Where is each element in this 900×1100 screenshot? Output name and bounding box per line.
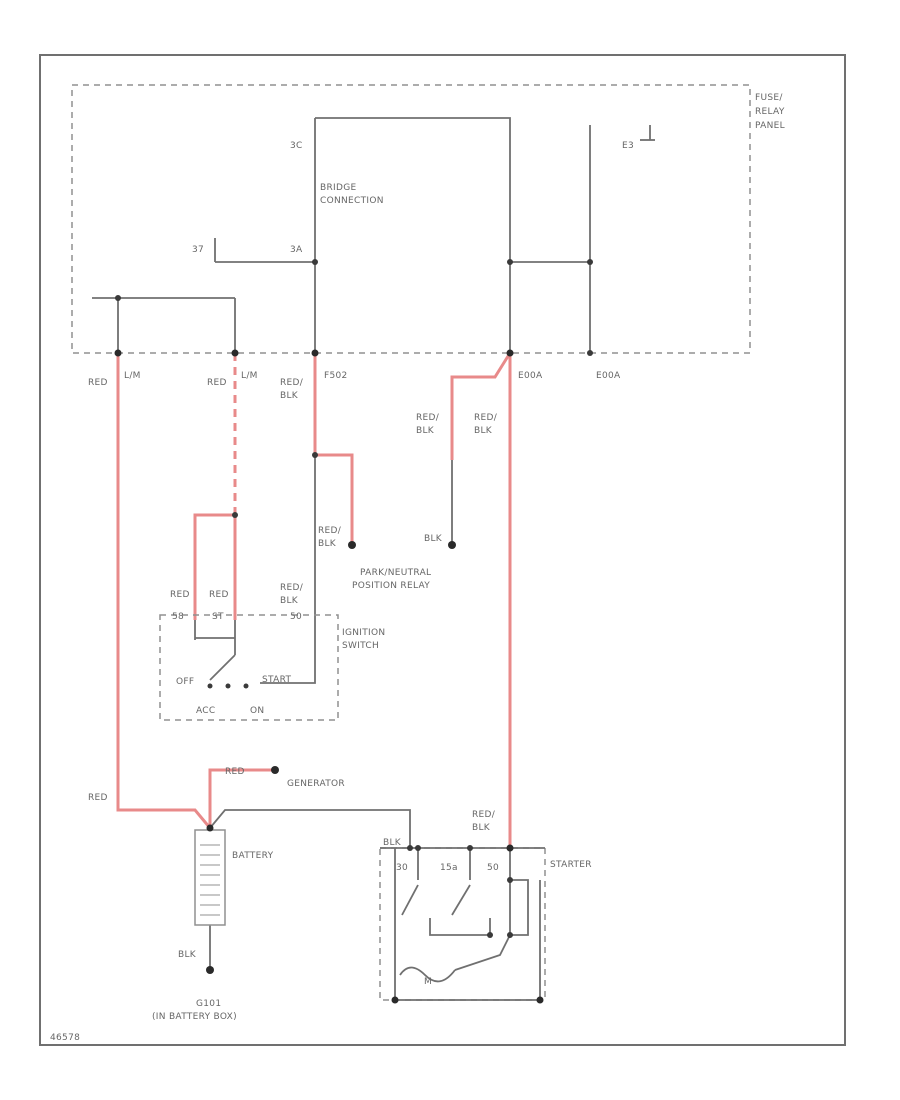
label-left-red-blk-2: BLK [416, 426, 435, 436]
label-right-red-blk-2: BLK [474, 426, 493, 436]
label-pin-58: 58 [172, 612, 184, 622]
label-park-neutral-2: POSITION RELAY [352, 581, 430, 591]
label-f502-wire-2: BLK [280, 391, 299, 401]
label-acc: ACC [196, 706, 215, 716]
label-ignition-switch-2: SWITCH [342, 641, 379, 651]
label-st-pin-15a: 15a [440, 863, 458, 873]
label-off: OFF [176, 677, 194, 687]
label-pin-3c: 3C [290, 141, 303, 151]
label-red-blk-sw-1: RED/ [280, 583, 304, 593]
label-blk-batt: BLK [178, 950, 197, 960]
ignition-switch [159, 614, 339, 721]
red-wires [116, 352, 512, 848]
label-pin-st: ST [212, 612, 224, 622]
label-red-sw2: RED [209, 590, 229, 600]
label-park-neutral-1: PARK/NEUTRAL [360, 568, 431, 578]
label-red-batt: RED [88, 793, 108, 803]
label-fuse-relay-panel-3: PANEL [755, 121, 785, 131]
label-starter-wire-2: BLK [472, 823, 491, 833]
label-f502: F502 [324, 371, 348, 381]
label-st-pin-30: 30 [396, 863, 408, 873]
label-pin-37: 37 [192, 245, 204, 255]
fuse-relay-panel-box [71, 84, 751, 354]
label-ground-2: (IN BATTERY BOX) [152, 1012, 237, 1022]
label-pin-50: 50 [290, 612, 302, 622]
label-red-gen: RED [225, 767, 245, 777]
label-red-lm2: RED [207, 378, 227, 388]
label-e00a-1: E00A [518, 371, 543, 381]
grey-wires [209, 455, 453, 970]
battery-symbol [194, 829, 226, 926]
label-pin-e3: E3 [622, 141, 634, 151]
label-motor: M [424, 977, 432, 987]
label-starter-wire-1: RED/ [472, 810, 496, 820]
diagram-frame [39, 54, 846, 1046]
label-bridge-connection-2: CONNECTION [320, 196, 384, 206]
label-blk-relay: BLK [424, 534, 443, 544]
label-st-pin-50: 50 [487, 863, 499, 873]
label-ground-1: G101 [196, 999, 221, 1009]
label-corner-code: 46578 [50, 1033, 80, 1043]
label-pin-3a: 3A [290, 245, 303, 255]
starter-assembly [379, 847, 546, 1001]
label-park-wire-2: BLK [318, 539, 337, 549]
label-right-red-blk-1: RED/ [474, 413, 498, 423]
label-f502-wire-1: RED/ [280, 378, 304, 388]
label-starter: STARTER [550, 860, 592, 870]
label-fuse-relay-panel-2: RELAY [755, 107, 785, 117]
label-ignition-switch-1: IGNITION [342, 628, 385, 638]
label-lm1: L/M [124, 371, 141, 381]
label-lm2: L/M [241, 371, 258, 381]
label-on: ON [250, 706, 264, 716]
label-fuse-relay-panel-1: FUSE/ [755, 93, 783, 103]
label-blk-starter: BLK [383, 838, 402, 848]
junction-dots [114, 259, 593, 1004]
label-red-lm1: RED [88, 378, 108, 388]
label-bridge-connection-1: BRIDGE [320, 183, 356, 193]
label-left-red-blk-1: RED/ [416, 413, 440, 423]
panel-internal-wiring [92, 117, 655, 353]
label-start: START [262, 675, 291, 685]
label-e00a-2: E00A [596, 371, 621, 381]
label-park-wire-1: RED/ [318, 526, 342, 536]
label-generator: GENERATOR [287, 779, 345, 789]
label-battery: BATTERY [232, 851, 274, 861]
label-red-blk-sw-2: BLK [280, 596, 299, 606]
label-red-sw1: RED [170, 590, 190, 600]
